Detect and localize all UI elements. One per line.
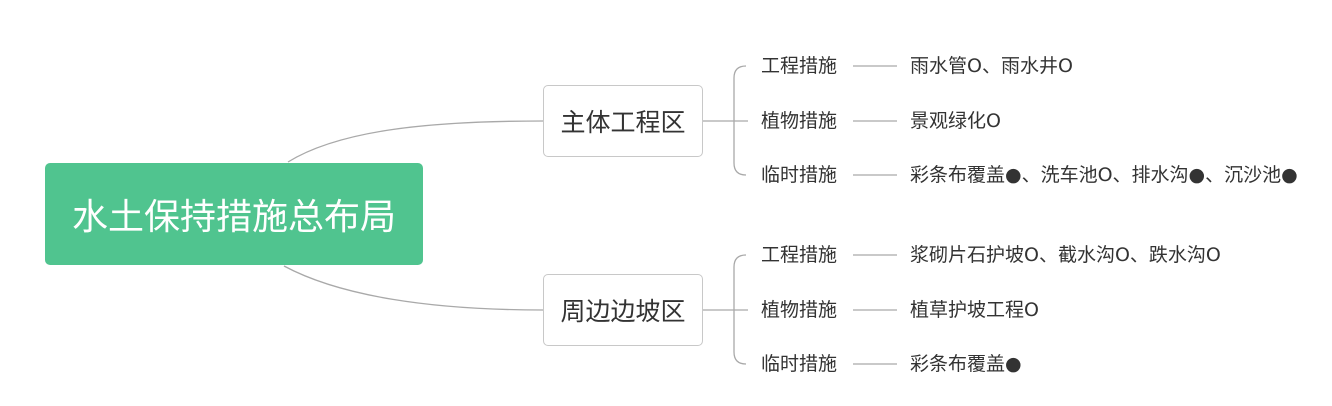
branch-1-bracket <box>703 65 748 176</box>
branch-2-bracket <box>703 254 748 365</box>
detail-node[interactable]: 彩条布覆盖●、洗车池O、排水沟●、沉沙池● <box>910 164 1298 186</box>
root-node[interactable]: 水土保持措施总布局 <box>45 163 423 265</box>
detail-node[interactable]: 植草护坡工程O <box>910 299 1039 321</box>
category-node[interactable]: 植物措施 <box>761 299 838 321</box>
category-node[interactable]: 临时措施 <box>761 164 838 186</box>
category-node[interactable]: 植物措施 <box>761 110 838 132</box>
detail-node[interactable]: 彩条布覆盖● <box>910 353 1022 375</box>
branch-node-main-works[interactable]: 主体工程区 <box>543 85 703 157</box>
detail-node[interactable]: 景观绿化O <box>910 110 1001 132</box>
branch-label: 主体工程区 <box>560 108 686 137</box>
detail-node[interactable]: 浆砌片石护坡O、截水沟O、跌水沟O <box>910 244 1221 266</box>
category-node[interactable]: 临时措施 <box>761 353 838 375</box>
branch-node-slope-area[interactable]: 周边边坡区 <box>543 274 703 346</box>
category-node[interactable]: 工程措施 <box>761 244 838 266</box>
root-to-branch-1-line <box>287 120 544 163</box>
root-to-branch-2-line <box>283 265 544 311</box>
branch-label: 周边边坡区 <box>560 297 686 326</box>
detail-node[interactable]: 雨水管O、雨水井O <box>910 55 1073 77</box>
category-node[interactable]: 工程措施 <box>761 55 838 77</box>
root-label: 水土保持措施总布局 <box>71 197 396 238</box>
